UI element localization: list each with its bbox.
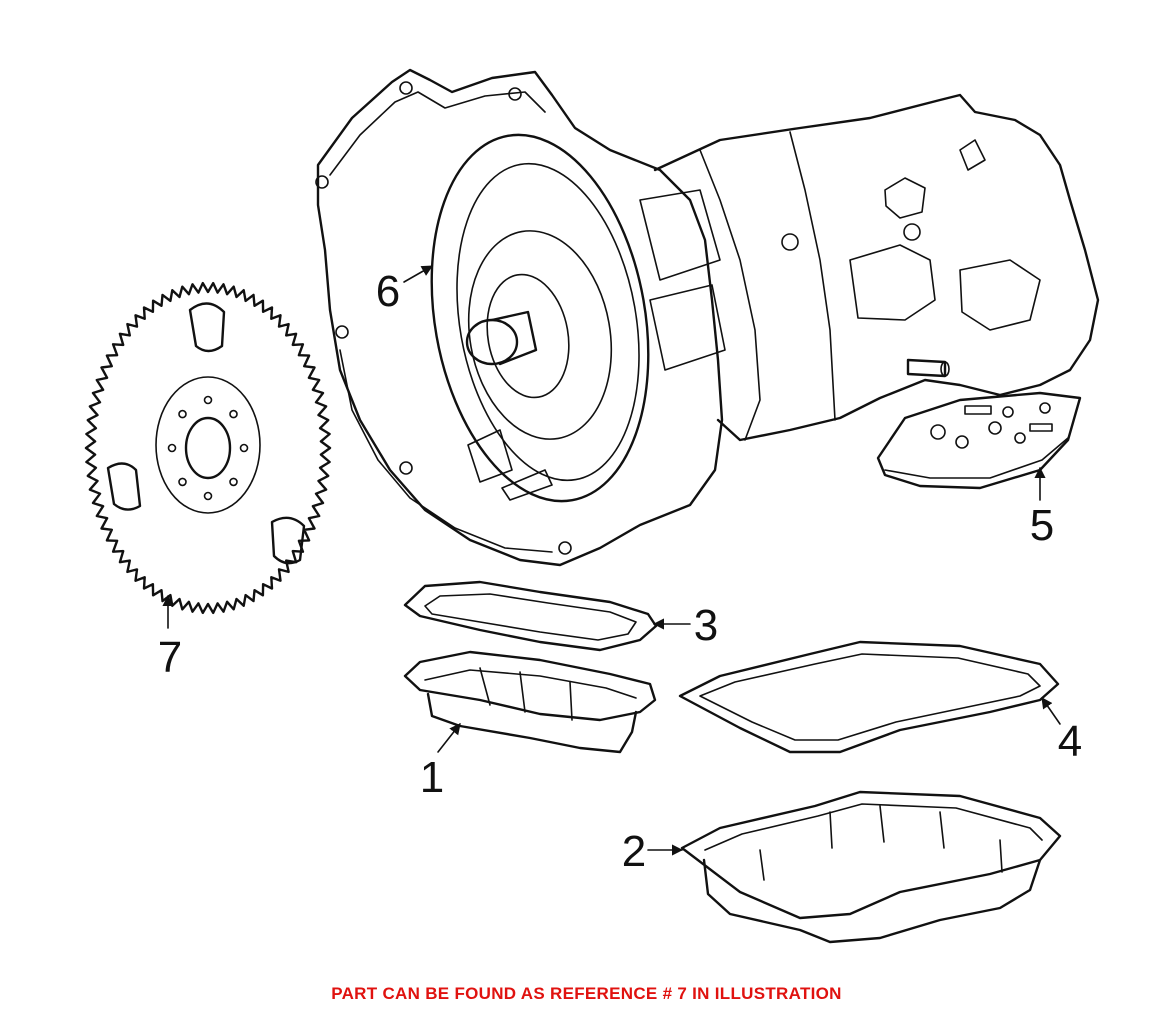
transmission-assembly (315, 68, 1100, 567)
small-oil-pan (403, 650, 657, 754)
arrow-1 (437, 723, 461, 753)
callout-4: 4 (1058, 717, 1082, 766)
reference-caption: PART CAN BE FOUND AS REFERENCE # 7 IN IL… (331, 984, 842, 1003)
callout-5: 5 (1030, 501, 1054, 550)
flexplate-bolt-hole (229, 477, 238, 487)
callout-3: 3 (694, 601, 718, 650)
callout-2: 2 (622, 827, 646, 876)
torque-converter (430, 133, 650, 503)
flexplate-bolt-hole (229, 409, 238, 419)
callout-7: 7 (158, 633, 182, 682)
arrow-6 (403, 265, 433, 283)
flexplate-bolt-hole (203, 395, 213, 405)
transmission-filter (876, 391, 1082, 490)
large-pan-gasket (678, 640, 1060, 754)
flexplate (84, 281, 332, 615)
flexplate-bolt-hole (178, 409, 187, 419)
flexplate-bolt-hole (167, 443, 177, 453)
small-pan-gasket (403, 580, 658, 652)
large-oil-pan (680, 790, 1062, 944)
callout-1: 1 (420, 753, 444, 802)
flexplate-bolt-hole (239, 443, 249, 453)
flexplate-bolt-hole (203, 491, 213, 501)
arrow-4 (1041, 697, 1061, 725)
callout-arrows (162, 265, 1061, 856)
flexplate-bolt-hole (178, 477, 187, 487)
callout-6: 6 (376, 267, 400, 316)
